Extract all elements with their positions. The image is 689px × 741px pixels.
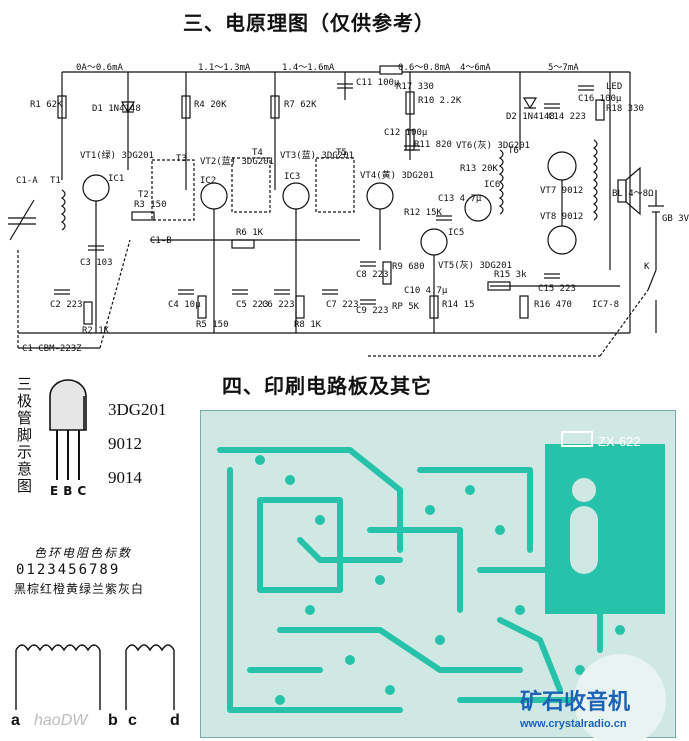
component-label: R13 20K [460,164,498,174]
site-logo: 矿石收音机 [520,690,631,715]
part-number: 9014 [108,468,142,487]
component-label: C3 103 [80,258,113,268]
component-label: D1 1N4148 [92,104,141,114]
component-label: R11 820 [414,140,452,150]
current-label: 0A～0.6mA [76,63,123,73]
component-label: R2 1K [82,326,110,336]
component-label: R18 330 [606,104,644,114]
schematic-title: 三、电原理图（仅供参考） [183,11,435,35]
component-label: C9 223 [356,306,389,316]
component-label: T3 [176,154,187,164]
part-number: 3DG201 [108,400,167,419]
component-label: C14 223 [548,112,586,122]
component-label: R10 2.2K [418,96,462,106]
current-label: 1.1～1.3mA [198,63,251,73]
coil-diagram [15,644,175,710]
component-label: C6 223 [262,300,295,310]
component-label: IC2 [200,176,217,186]
component-label: VT2(蓝) 3DG201 [200,157,275,167]
component-label: R8 1K [294,320,322,330]
component-label: C12 100μ [384,128,428,138]
pcb-title: 四、印刷电路板及其它 [222,374,432,398]
pin-b: B [63,484,78,498]
component-label: D2 1N4148 [506,112,555,122]
component-label: C11 100μ [356,78,400,88]
coil-pin-c: c [128,712,137,729]
color-code-title: 色环电阻色标数 [34,546,133,560]
component-label: VT8 9012 [540,212,584,222]
component-label: R9 680 [392,262,425,272]
site-url: www.crystalradio.cn [520,718,627,730]
component-label: C1-A [16,176,38,186]
component-label: IC5 [448,228,465,238]
component-label: IC6 [484,180,501,190]
pinout-caption: 三极管脚示意图 [15,376,33,495]
pcb-model: ZX-622 [598,434,641,449]
current-label: 0.6～0.8mA [398,63,451,73]
component-label: R3 150 [134,200,167,210]
component-label: C8 223 [356,270,389,280]
component-label: T1 [50,176,61,186]
current-label: 5～7mA [548,63,579,73]
pin-c: C [77,484,92,498]
current-label: 4～6mA [460,63,491,73]
component-label: VT1(绿) 3DG201 [80,151,155,161]
component-label: T6 [508,146,519,156]
component-label: C1-B [150,236,172,246]
coil-pin-b: b [108,712,118,729]
component-label: T4 [252,148,263,158]
component-label: C16 100μ [578,94,622,104]
component-label: VT5(灰) 3DG201 [438,261,513,271]
component-label: R7 62K [284,100,317,110]
component-label: BL 4～8Ω [612,189,654,199]
component-label: R15 3k [494,270,527,280]
component-label: IC3 [284,172,301,182]
component-label: R17 330 [396,82,434,92]
circuit-schematic [8,65,664,357]
component-label: C5 223 [236,300,269,310]
component-label: IC1 [108,174,125,184]
component-label: C1 CBM-223Z [22,344,82,354]
component-label: VT7 9012 [540,186,584,196]
component-label: C15 223 [538,284,576,294]
component-label: R16 470 [534,300,572,310]
coil-pin-d: d [170,712,180,729]
component-label: VT6(灰) 3DG201 [456,141,531,151]
component-label: VT3(蓝) 3DG201 [280,151,355,161]
component-label: C7 223 [326,300,359,310]
transistor-pinout-icon [49,379,87,480]
component-label: C2 223 [50,300,83,310]
color-code-digits: 0123456789 [16,562,121,578]
component-label: R1 62K [30,100,63,110]
component-label: IC7-8 [592,300,620,310]
component-label: C13 4.7μ [438,194,482,204]
component-label: R14 15 [442,300,475,310]
current-label: 1.4～1.6mA [282,63,335,73]
component-label: T5 [336,148,347,158]
component-label: LED [606,82,623,92]
component-label: GB 3V [662,214,689,224]
component-label: K [644,262,650,272]
component-label: C10 4.7μ [404,286,448,296]
color-code-colors: 黑棕红橙黄绿兰紫灰白 [14,582,145,596]
coil-pin-a: a [11,712,20,729]
component-label: C4 10μ [168,300,201,310]
pcb-traces [217,431,666,741]
component-label: RP 5K [392,302,420,312]
component-label: R5 150 [196,320,229,330]
component-label: R4 20K [194,100,227,110]
component-label: VT4(黄) 3DG201 [360,171,435,181]
component-label: R6 1K [236,228,264,238]
part-number: 9012 [108,434,142,453]
component-label: R12 15K [404,208,442,218]
watermark: haoDW [34,712,88,729]
component-label: T2 [138,190,149,200]
pin-e: E [50,484,64,498]
